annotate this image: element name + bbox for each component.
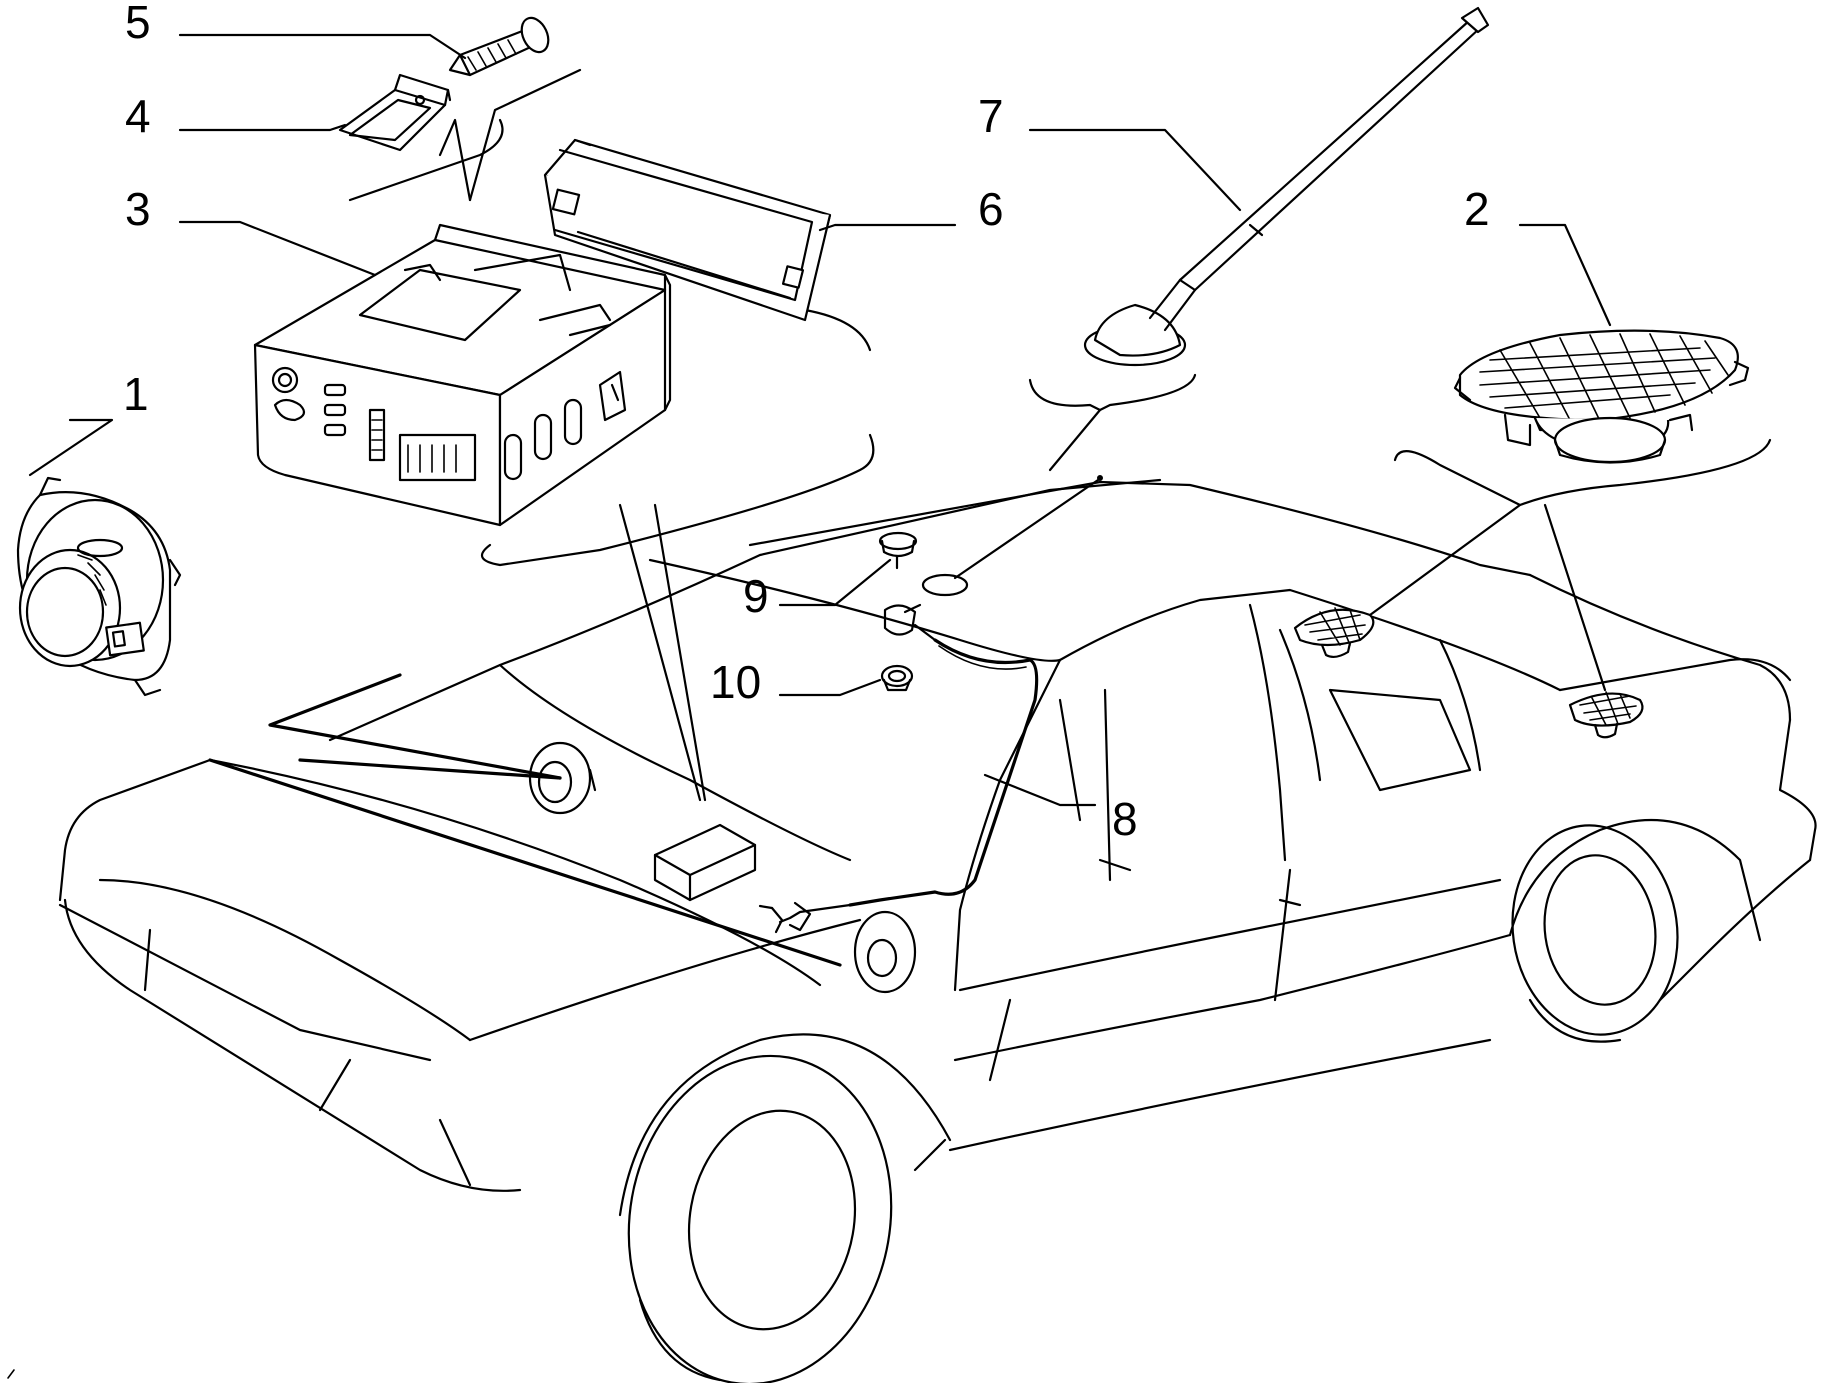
callout-4: 4	[125, 90, 151, 142]
installed-antenna	[921, 475, 1103, 597]
installed-rear-speaker-right	[1568, 691, 1644, 739]
part-5-screw	[448, 16, 550, 77]
installed-nut	[880, 664, 914, 692]
antenna-group-brace	[1028, 373, 1197, 412]
installed-rear-speaker-left	[1293, 607, 1375, 659]
rear-wheel	[1511, 824, 1679, 1043]
callout-6: 6	[978, 183, 1004, 235]
radio-group-brace	[348, 68, 875, 567]
leader-lines	[208, 408, 1772, 967]
callout-leaders	[28, 33, 1612, 807]
callout-8: 8	[1112, 793, 1138, 845]
speaker-grille-mesh	[1479, 333, 1729, 422]
installed-radio	[653, 823, 757, 902]
callout-5: 5	[125, 0, 151, 48]
part-1-front-speaker	[16, 476, 182, 697]
installed-grommet	[878, 531, 918, 570]
installed-connector-top	[883, 603, 937, 642]
car-body	[58, 478, 1817, 1217]
front-wheel	[627, 1054, 893, 1383]
corner-mark	[7, 1369, 15, 1379]
antenna-cable-run	[758, 638, 1039, 934]
callout-labels: 1 2 3 4 5 6 7 8 9 10	[123, 0, 1490, 845]
callout-2: 2	[1464, 183, 1490, 235]
installed-door-speaker-upper	[528, 741, 597, 815]
callout-7: 7	[978, 90, 1004, 142]
callout-3: 3	[125, 183, 151, 235]
part-2-rear-speaker	[1453, 329, 1750, 464]
part-6-radio-front-panel	[543, 138, 832, 322]
part-4-mounting-bracket	[338, 73, 452, 152]
part-7-antenna	[1083, 6, 1490, 367]
part-3-radio-unit	[253, 223, 672, 527]
callout-10: 10	[710, 656, 761, 708]
callout-9: 9	[743, 570, 769, 622]
installed-door-speaker-lower	[853, 910, 917, 994]
callout-1: 1	[123, 368, 149, 420]
installed-parts	[528, 475, 1644, 994]
